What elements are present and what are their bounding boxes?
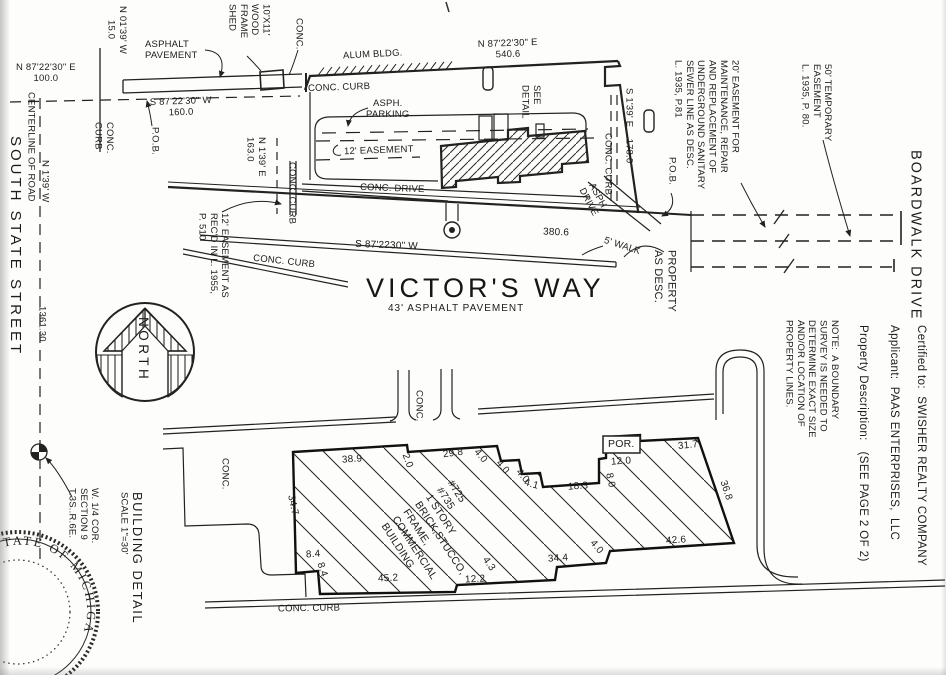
leader-lines: [145, 49, 852, 258]
conc-apron-label: CONC.: [219, 458, 231, 490]
dim-2-0: 2.0: [399, 452, 415, 470]
quarter-corner-label: W. 1/4 COR. SECTION 9 T.3S..R.6E.: [66, 488, 101, 544]
detail-scale-text: SCALE 1"=30': [118, 492, 130, 555]
conc-curb-bottom-label: CONC. CURB: [277, 602, 341, 615]
conc-drive-detail-label: CONC.: [413, 390, 425, 422]
detail-title-text: BUILDING DETAIL: [129, 492, 145, 625]
dim-4-0-b: 4.0: [493, 458, 512, 477]
bearing-n872230e-540: N 87'22'30" E 540.6: [477, 36, 538, 61]
manhole-icon: [443, 221, 461, 239]
dim-38-9: 38.9: [341, 453, 363, 466]
easement-12-label: 12' EASEMENT: [343, 143, 414, 158]
conc-label-shed: CONC.: [293, 18, 305, 50]
dim-4-1: 4.1: [522, 477, 540, 492]
dim-380-6: 380.6: [542, 226, 570, 239]
dim-31-7: 31.7: [677, 438, 699, 453]
north-label: NORTH: [136, 317, 152, 383]
bearing-s872230w-road: S 87'2230" W: [354, 238, 419, 253]
easement-50-label: 50' TEMPORARY EASEMENT L. 1935, P. 80.: [799, 64, 834, 142]
applicant-text: Applicant: PAAS ENTERPRISES, LLC: [887, 325, 900, 541]
boundary-note-text: NOTE: A BOUNDARY SURVEY IS NEEDED TO DET…: [783, 320, 840, 438]
dim-8-4-a: 8.4: [305, 548, 321, 561]
easement-12-recd-label: 12' EASEMENT AS REC'D IN L. 1955, P. 510: [196, 213, 231, 298]
conc-curb-south-label: CONC. CURB: [252, 252, 316, 271]
dim-8-4-b: 8.4: [314, 561, 330, 579]
boardwalk-walk-lines: [690, 209, 902, 274]
pob-right-label: P.O.B.: [666, 157, 678, 185]
dim-12-0: 12.0: [610, 455, 632, 468]
dim-42-6: 42.6: [665, 534, 687, 547]
scan-edge-left: [0, 0, 10, 675]
walk-5-label: 5' WALK: [602, 235, 642, 258]
alum-bldg-label: ALUM BLDG.: [342, 47, 403, 62]
conc-curb-top-label: CONC. CURB: [307, 80, 371, 95]
dim-18-3: 18.3: [567, 480, 589, 493]
asphalt-pavement-label: ASPHALT PAVEMENT: [145, 39, 198, 62]
dim-8-0: 8.0: [603, 472, 618, 489]
conc-drive-label: CONC. DRIVE: [359, 181, 425, 196]
porch-box: [602, 435, 641, 454]
por-label: POR.: [608, 438, 635, 450]
north-arrow-icon: [95, 302, 195, 402]
bearing-n872230e-100: N 87'22'30" E 100.0: [16, 62, 76, 85]
dim-4-0-a: 4.0: [471, 447, 490, 466]
conc-curb-west-drive-label: CONC. CURB: [286, 162, 298, 225]
shed-label: 10'X11' WOOD FRAME SHED: [226, 4, 272, 39]
north-boundary-lines: [122, 59, 655, 212]
property-as-desc-label: PROPERTY AS DESC.: [652, 250, 678, 312]
asph-parking-label: ASPH. PARKING: [366, 98, 410, 121]
property-description-text: Property Description: (SEE PAGE 2 OF 2): [856, 325, 869, 562]
dim-36-8: 36.8: [717, 479, 735, 502]
dim-1361-30: 1361.30: [36, 306, 48, 342]
bearing-n139e-163: N 1'39' E 163.0: [244, 137, 267, 177]
pob-left-label: P.O.B.: [149, 127, 161, 155]
detail-street-lines: [162, 349, 946, 609]
detail-building-footprint: [291, 433, 736, 596]
dim-12-2: 12.2: [464, 573, 486, 586]
bearing-n0139w-15: N 01'39' W 15.0: [105, 6, 128, 54]
centerline-of-road-label: CENTERLINE OF ROAD: [25, 92, 37, 202]
scan-edge-right: [941, 0, 946, 675]
bearing-s139e-178: S 1'39' E 178.0: [623, 88, 635, 164]
dim-29-8: 29.8: [442, 446, 464, 461]
certified-to-text: Certified to: SWISHER REALTY COMPANY: [914, 325, 927, 567]
scan-edge-bottom: [0, 667, 946, 675]
dim-45-2: 45.2: [377, 572, 399, 585]
bearing-s872230w-160: S 87'22'30" W 160.0: [149, 94, 212, 119]
south-state-street-lines: [9, 48, 301, 560]
conc-curb-left-label: CONC. CURB: [92, 122, 115, 154]
street-name-boardwalk: BOARDWALK DRIVE: [907, 150, 924, 321]
see-detail-label: SEE DETAIL: [519, 85, 542, 119]
dim-4-0-d: 4.0: [587, 538, 606, 557]
road-name-victors-way: VICTOR'S WAY: [366, 273, 605, 303]
scan-speck: [445, 1, 450, 13]
victors-way-lines: [167, 181, 692, 288]
bearing-n139w: N 1'39' W: [39, 160, 51, 203]
conc-curb-east-drive-label: CONC. CURB: [602, 133, 614, 196]
dim-34-4: 34.4: [547, 552, 569, 565]
main-building-footprint: [439, 113, 590, 190]
road-sub-asphalt: 43' ASPHALT PAVEMENT: [388, 303, 525, 314]
easement-20-label: 20' EASEMENT FOR MAINTENANCE, REPAIR AND…: [672, 60, 741, 190]
quarter-corner-marker-icon: [30, 443, 73, 498]
street-name-south-state: SOUTH STATE STREET: [7, 136, 24, 357]
dim-34-7: 34.7: [285, 494, 301, 517]
